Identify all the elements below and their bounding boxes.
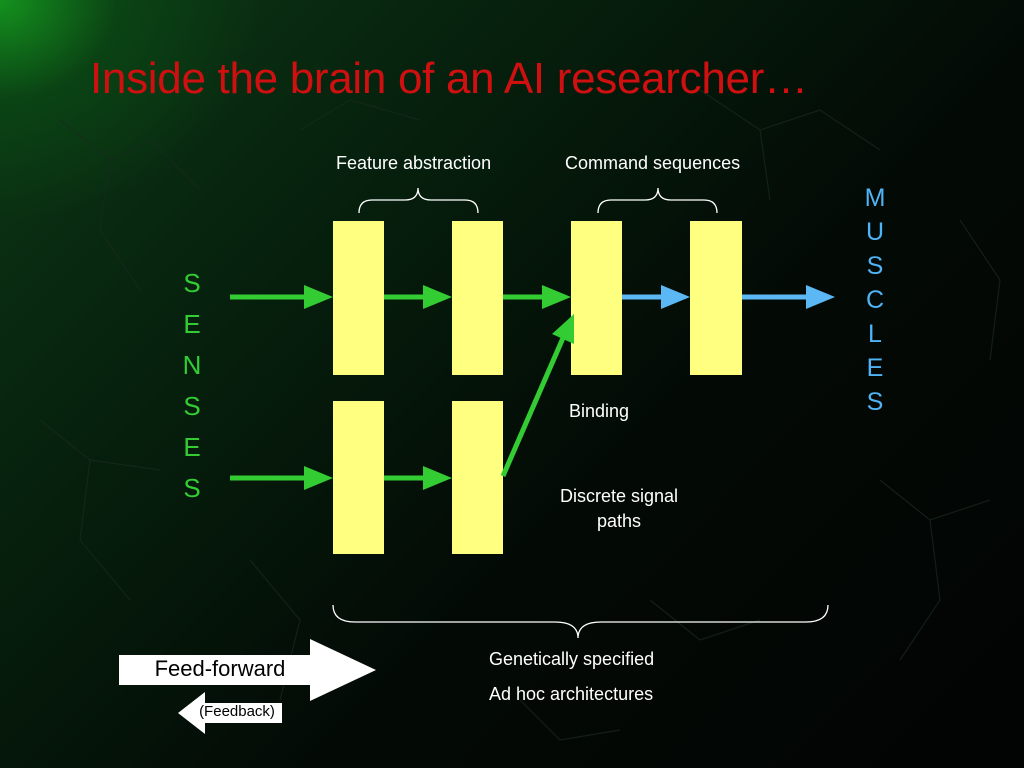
adhoc-architectures-label: Ad hoc architectures <box>489 684 654 704</box>
discrete-signal-line: paths <box>596 511 642 531</box>
muscles-letter: S <box>866 388 884 416</box>
senses-letter: S <box>183 268 201 298</box>
layer-box-top-4 <box>690 221 742 375</box>
braces <box>332 187 829 639</box>
muscles-letter: L <box>868 320 882 348</box>
feedback-label: (Feedback) <box>199 703 275 720</box>
layer-box-top-1 <box>333 221 384 375</box>
feedback-arrow-shape <box>178 692 282 734</box>
layer-box-top-3 <box>571 221 622 375</box>
muscles-letter: S <box>866 252 884 280</box>
senses-letter: E <box>183 309 201 339</box>
discrete-signal-label: Discrete signal paths <box>554 486 684 532</box>
senses-label: S E N S E S <box>172 263 212 509</box>
command-sequences-label: Command sequences <box>565 153 741 173</box>
binding-label: Binding <box>569 401 630 421</box>
muscles-letter: M <box>864 184 886 212</box>
layer-box-bottom-2 <box>452 401 503 554</box>
layer-box-bottom-1 <box>333 401 384 554</box>
feature-abstraction-label: Feature abstraction <box>336 153 492 173</box>
blue-arrows <box>622 285 835 309</box>
senses-letter: N <box>182 350 202 380</box>
muscles-letter: U <box>865 218 885 246</box>
muscles-letter: C <box>865 286 885 314</box>
discrete-signal-line: Discrete signal <box>559 486 679 506</box>
senses-letter: S <box>183 391 201 421</box>
genetically-specified-label: Genetically specified <box>489 649 655 669</box>
green-arrows <box>230 285 574 490</box>
muscles-letter: E <box>866 354 884 382</box>
senses-letter: E <box>183 432 201 462</box>
feed-forward-arrow-shape <box>119 639 376 701</box>
slide-title: Inside the brain of an AI researcher… <box>90 54 808 103</box>
feed-forward-label: Feed-forward <box>154 656 286 681</box>
layer-box-top-2 <box>452 221 503 375</box>
muscles-label: M U S C L E S <box>855 181 895 419</box>
senses-letter: S <box>183 473 201 503</box>
